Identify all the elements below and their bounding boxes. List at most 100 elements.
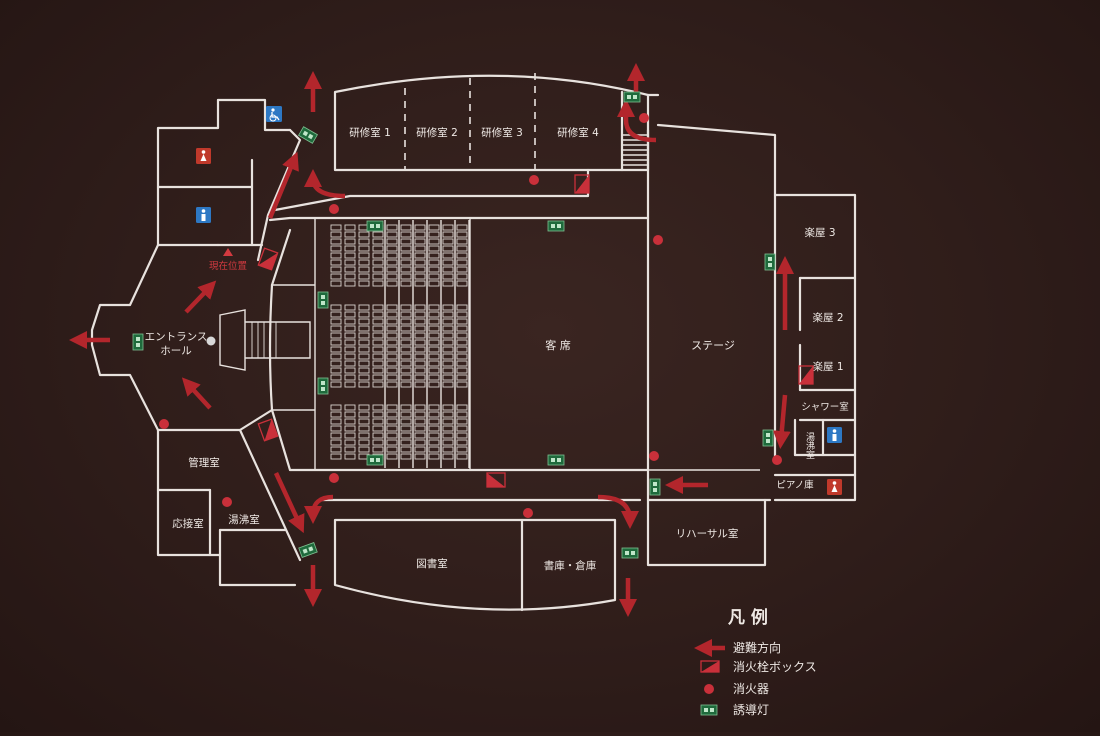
- seat: [442, 259, 454, 266]
- seat: [358, 439, 370, 446]
- seat: [400, 439, 412, 446]
- seat: [414, 432, 426, 439]
- legend-guide-light: 誘導灯: [733, 703, 769, 717]
- seat: [372, 245, 384, 252]
- seat: [442, 446, 454, 453]
- seat: [372, 432, 384, 439]
- legend-guide-light-icon: [700, 704, 718, 716]
- seat: [344, 360, 356, 367]
- room-yuwakashi-left: 湯沸室: [228, 513, 260, 526]
- legend-hydrant-icon: [700, 660, 720, 673]
- seat: [414, 224, 426, 231]
- seat: [456, 453, 468, 460]
- seat: [372, 360, 384, 367]
- seat: [330, 346, 342, 353]
- seat: [414, 346, 426, 353]
- seat: [358, 381, 370, 388]
- room-library: 図書室: [416, 557, 448, 570]
- seat: [456, 318, 468, 325]
- seat: [372, 252, 384, 259]
- seat: [414, 439, 426, 446]
- entrance-dot-icon: [206, 336, 216, 346]
- seat: [400, 252, 412, 259]
- seat: [414, 304, 426, 311]
- seat: [386, 439, 398, 446]
- seat: [386, 367, 398, 374]
- seat: [330, 252, 342, 259]
- seat: [358, 318, 370, 325]
- seat: [428, 231, 440, 238]
- seat: [456, 332, 468, 339]
- seat: [400, 425, 412, 432]
- seat: [330, 353, 342, 360]
- seat: [358, 280, 370, 287]
- seat: [330, 453, 342, 460]
- seat: [330, 273, 342, 280]
- seat: [344, 425, 356, 432]
- seat: [358, 353, 370, 360]
- seat: [386, 273, 398, 280]
- evacuation-arrows: [69, 63, 794, 617]
- seat: [330, 311, 342, 318]
- room-piano: ピアノ庫: [776, 479, 814, 491]
- seat: [358, 411, 370, 418]
- seat: [456, 367, 468, 374]
- seat: [372, 418, 384, 425]
- seat: [386, 346, 398, 353]
- seat: [428, 446, 440, 453]
- seat: [442, 280, 454, 287]
- seat: [400, 339, 412, 346]
- seat: [372, 411, 384, 418]
- seat: [386, 224, 398, 231]
- seat: [428, 404, 440, 411]
- seat: [358, 367, 370, 374]
- seat: [330, 266, 342, 273]
- seat: [414, 381, 426, 388]
- seat: [358, 231, 370, 238]
- seat: [358, 259, 370, 266]
- male-toilet-icon-right: [827, 427, 842, 443]
- seat: [330, 404, 342, 411]
- seat: [386, 245, 398, 252]
- seat: [442, 304, 454, 311]
- seat: [330, 280, 342, 287]
- seat: [456, 425, 468, 432]
- seat: [372, 231, 384, 238]
- seat: [428, 238, 440, 245]
- room-yuwakashi-right: 湯沸室: [804, 432, 815, 459]
- seat: [330, 224, 342, 231]
- seat: [372, 259, 384, 266]
- seat: [400, 231, 412, 238]
- seat: [372, 332, 384, 339]
- seat: [386, 418, 398, 425]
- seat: [442, 360, 454, 367]
- seat: [358, 346, 370, 353]
- seat: [386, 425, 398, 432]
- room-kenshu-3: 研修室 3: [481, 126, 523, 139]
- legend-extinguisher-icon: [704, 684, 714, 694]
- seat: [330, 318, 342, 325]
- walls: [90, 73, 857, 612]
- seat: [400, 446, 412, 453]
- seat: [428, 280, 440, 287]
- seat: [456, 446, 468, 453]
- seat: [414, 259, 426, 266]
- seat: [428, 453, 440, 460]
- seat: [400, 311, 412, 318]
- seat: [386, 432, 398, 439]
- seat: [358, 311, 370, 318]
- seat: [372, 353, 384, 360]
- seat: [344, 318, 356, 325]
- seat: [386, 360, 398, 367]
- seat: [428, 367, 440, 374]
- seat: [400, 453, 412, 460]
- seat: [330, 245, 342, 252]
- seat: [372, 280, 384, 287]
- guide-lights: [132, 91, 776, 559]
- seat: [386, 304, 398, 311]
- seat: [400, 266, 412, 273]
- hydrant-boxes: [257, 174, 814, 488]
- seat: [428, 273, 440, 280]
- seat: [344, 374, 356, 381]
- seat: [456, 381, 468, 388]
